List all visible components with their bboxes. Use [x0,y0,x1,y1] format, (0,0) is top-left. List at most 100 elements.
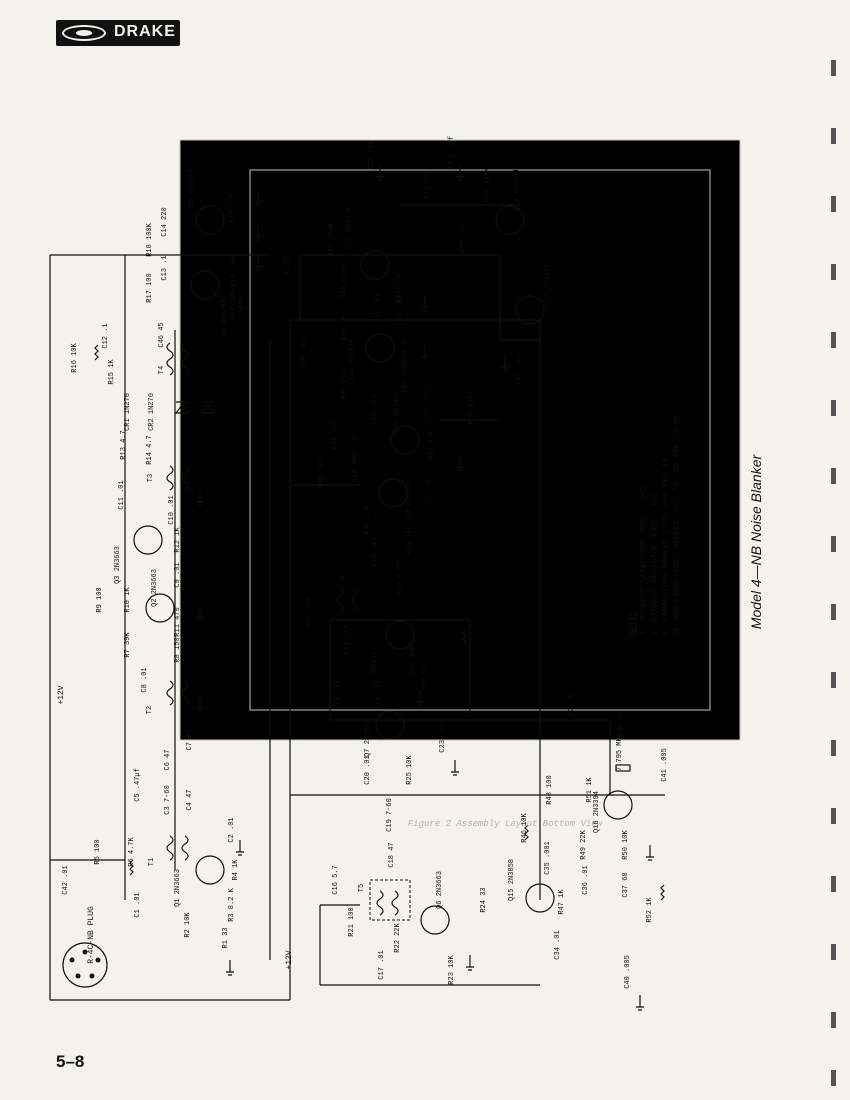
transistor-label-q2: Q2 2N3663 [151,569,159,607]
component-label-c22: C22 .01 [376,680,384,710]
margin-tab [831,332,836,348]
cr2-diode [200,401,216,414]
notes-title: NOTES [628,611,638,636]
component-label-r2: R2 10K [184,912,192,938]
margin-tab [831,740,836,756]
component-label-r30: R30 22K [364,505,372,535]
component-label-r1: R1 33 [222,927,230,949]
component-label-r8: R8 150 [174,637,182,663]
component-label-r49: R49 22K [580,830,588,860]
transistor-label-q9: Q9 2N3394 [406,481,414,519]
component-label-c3: C3 7-60 [164,785,172,815]
plug-connector-symbol [62,942,108,988]
crystal-symbol [615,764,631,772]
r28-potentiometer [462,629,467,646]
margin-tab [831,1070,836,1086]
transistor-label-q15: Q15 2N3858 [508,858,516,902]
transistor-label-q3: Q3 2N3663 [114,546,122,584]
component-label-r13: R13 4.7 [120,430,128,460]
q1-symbol [195,855,225,885]
t6-coil [336,587,344,613]
component-label-r46: R46 10K [521,813,529,843]
component-label-r32: R32 1K [352,457,360,483]
page-number: 5–8 [56,1052,85,1071]
component-label-c43: C43 .01 [516,355,524,385]
component-label-c1: C1 .01 [134,892,142,918]
transistor-label-q16: Q16 2N3394 [593,790,601,834]
component-label-r23: R23 10K [448,955,456,985]
component-label-r27: R27 10K [409,645,417,675]
note-item: 3. CAPACITORS MARKED 1 TO 3060 ARE IN [661,457,671,636]
supply-label-mid: +12V [283,255,292,275]
component-label-r52: R52 1K [646,897,654,923]
component-label-r29: R29 10K [406,525,414,555]
q5-symbol [195,205,225,235]
component-label-t6: T6 [341,573,349,583]
component-label-r40: R40 560K [341,265,349,299]
r46-resistor [524,824,529,841]
component-label-cr2: CR2 1N270 [148,393,156,431]
margin-tab [831,60,836,76]
r2-resistor [129,859,134,876]
component-label-r17: R17 100 [146,273,154,303]
component-label-c28: C28 .01 [371,395,379,425]
transistor-label-q12: Q12 2N3394 [346,206,354,250]
component-label-c10: C10 .01 [168,495,176,525]
notes-block: NOTES 1. HIGHEST CAPACITOR USED - C45 2.… [628,415,683,636]
r16-resistor [94,344,99,361]
component-label-r4: R4 1K [232,859,240,881]
component-label-r26: R26 100 [306,597,314,627]
component-label-c31: C31 .01 [396,295,404,325]
q15-symbol [525,883,555,913]
component-label-c17: C17 .01 [378,950,386,980]
q8-symbol [385,620,415,650]
component-label-cr1: CR1 1N270 [124,393,132,431]
component-label-c8: C8 .01 [141,667,149,693]
component-label-c18: C18 47 [388,842,396,868]
component-label-t1: T1 [148,857,156,867]
q6-symbol [420,905,450,935]
component-label-r18: R18 100K [146,223,154,257]
q14-symbol [515,295,545,325]
component-label-c41: C41 .005 [661,748,669,782]
component-label-r36: R36 10K [401,363,409,393]
component-label-r37: R37 100 [301,337,309,367]
component-label-r25: R25 10K [406,755,414,785]
component-label-c30: C30 .01 [374,293,382,323]
component-label-t4: T4 [158,365,166,375]
component-label-r7: R7 39K [124,632,132,658]
component-label-t2: T2 [146,705,154,715]
component-label-r14: R14 4.7 [146,435,154,465]
component-label-t3: T3 [147,473,155,483]
faint-figure-caption: Figure 2 Assembly Layout Bottom View [407,819,603,829]
transistor-label-q7: Q7 2N5953 [364,719,372,757]
t5-shield-box [369,879,411,921]
component-label-c19: C19 7-60 [386,798,394,832]
transistor-label-q6: Q6 2N3663 [436,871,444,909]
q7-symbol [375,710,405,740]
supply-label-bottom: +12V [285,950,294,970]
note-item: 1. HIGHEST CAPACITOR USED - C45 [639,486,649,636]
q3-symbol [133,525,163,555]
component-label-r6: R6 4.7K [128,837,136,867]
t1-coil [166,835,174,861]
component-label-c12: C12 .1 [102,323,110,349]
component-label-c20: C20 .01 [364,755,372,785]
component-label-r20: R20 10K [228,193,236,223]
component-label-c11: C11 .01 [118,480,126,510]
drake-logo: DRAKE [56,20,180,46]
margin-tab [831,944,836,960]
q16-symbol [603,790,633,820]
component-label-c9: C9 .01 [174,562,182,588]
component-label-r10: R10 1K [124,587,132,613]
component-label-c34: C34 .01 [554,930,562,960]
margin-tab [831,604,836,620]
component-label-c5: C5 .47µf [134,768,142,802]
component-label-r21: R21 100 [348,907,356,937]
transistor-label-q13: Q13 2N3394 [513,168,521,212]
component-label-c15: C15 .005 [230,253,238,287]
brand-name: DRAKE [114,23,176,40]
transistor-label-q1: Q1 2N3663 [174,869,182,907]
component-label-r28: R28 5K [421,665,429,691]
